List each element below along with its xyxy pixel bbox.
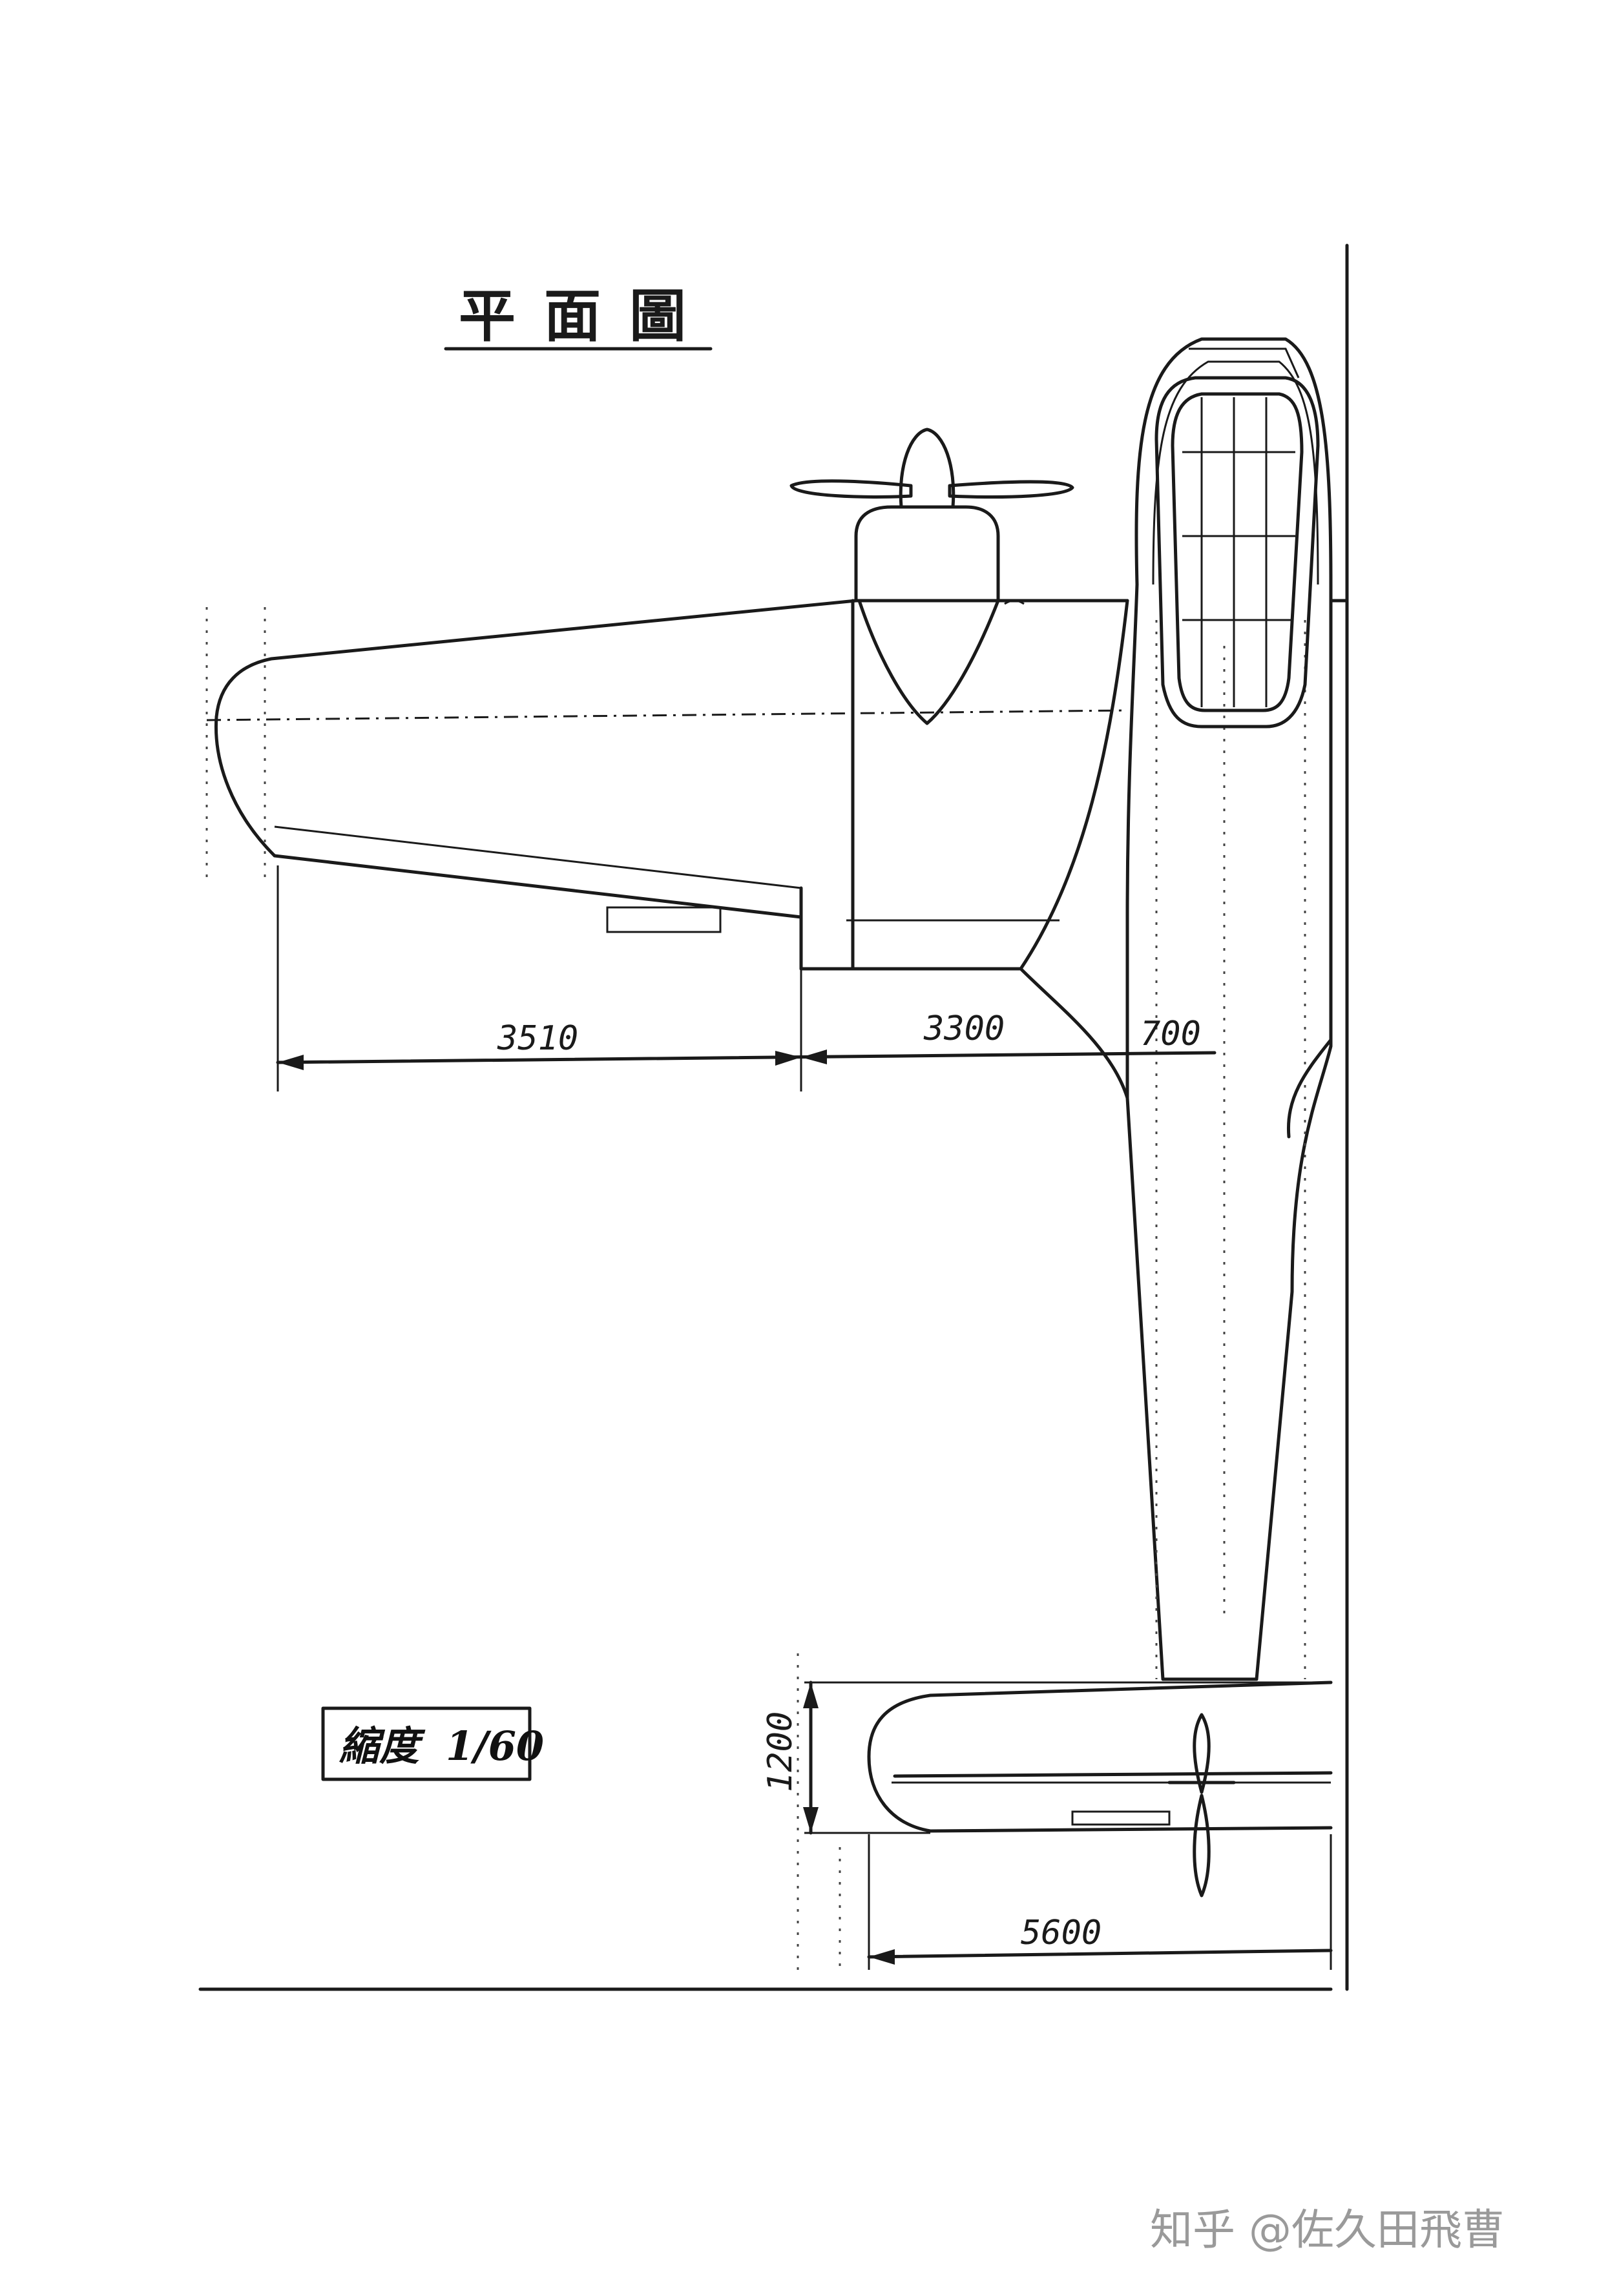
dim-arrow-left <box>278 1055 304 1070</box>
tail-span-dim-line <box>867 1949 1333 1959</box>
wing-chord-centerline <box>206 709 1125 721</box>
dim-arrow-mid-r <box>801 1050 827 1064</box>
nacelle-outline <box>854 505 1000 603</box>
prop-blade-right <box>948 480 1074 499</box>
fuselage-tail-right <box>1286 1038 1333 1139</box>
aileron-tab <box>606 906 722 933</box>
scale-value: 1/60 <box>446 1722 544 1770</box>
canopy <box>1154 347 1320 729</box>
wing-dimension-line <box>276 1051 1216 1064</box>
nacelle-tail-cone <box>857 599 1000 725</box>
wing-tip <box>214 715 277 858</box>
fuselage-outline <box>1125 337 1333 1681</box>
watermark: 知乎 @佐久田飛曹 <box>1150 2205 1505 2255</box>
wing <box>206 599 1349 1100</box>
tail-chord-arrow-top <box>803 1682 819 1708</box>
wing-dimensions: 3510 3300 700 <box>276 865 1216 1091</box>
prop-blade-left <box>789 479 913 499</box>
engine-nacelle <box>789 428 1074 725</box>
canopy-inner <box>1171 392 1304 712</box>
wing-root-fillet <box>1019 599 1129 971</box>
title-text: 平面圖 <box>459 282 715 349</box>
tail-prop-upper <box>1193 1713 1211 1794</box>
spinner <box>899 428 955 509</box>
dim-arrow-mid-l <box>775 1051 801 1066</box>
scale-box-frame <box>321 1706 532 1781</box>
drawing-title: 平面圖 <box>444 282 715 351</box>
canopy-outer <box>1154 376 1320 729</box>
scale-box: 縮度 1/60 <box>321 1706 544 1781</box>
exhaust-mark <box>1004 599 1025 605</box>
tail-outline <box>867 1681 1333 1833</box>
dim-label-wing-root: 700 <box>1140 1015 1201 1053</box>
tail-dimensions: 1200 5600 <box>761 1681 1333 1970</box>
dim-label-wing-outer: 3510 <box>497 1019 578 1058</box>
tail-span-arrow-left <box>869 1949 895 1965</box>
scale-label: 縮度 <box>339 1722 426 1770</box>
elevator-hinge-line <box>893 1771 1333 1778</box>
elevator-tab <box>1071 1810 1171 1826</box>
drawing-frame <box>198 243 1349 1991</box>
tail-chord-arrow-bottom <box>803 1807 819 1833</box>
dim-label-tail-span: 5600 <box>1021 1914 1102 1952</box>
canopy-top-strip <box>1189 347 1300 378</box>
dim-label-tail-chord: 1200 <box>761 1712 800 1792</box>
aileron-hinge-line <box>274 825 802 889</box>
wing-leading-edge <box>214 599 1129 719</box>
horizontal-tail <box>867 1681 1333 1898</box>
dim-label-wing-center: 3300 <box>923 1009 1005 1048</box>
tail-prop-lower <box>1193 1794 1211 1898</box>
